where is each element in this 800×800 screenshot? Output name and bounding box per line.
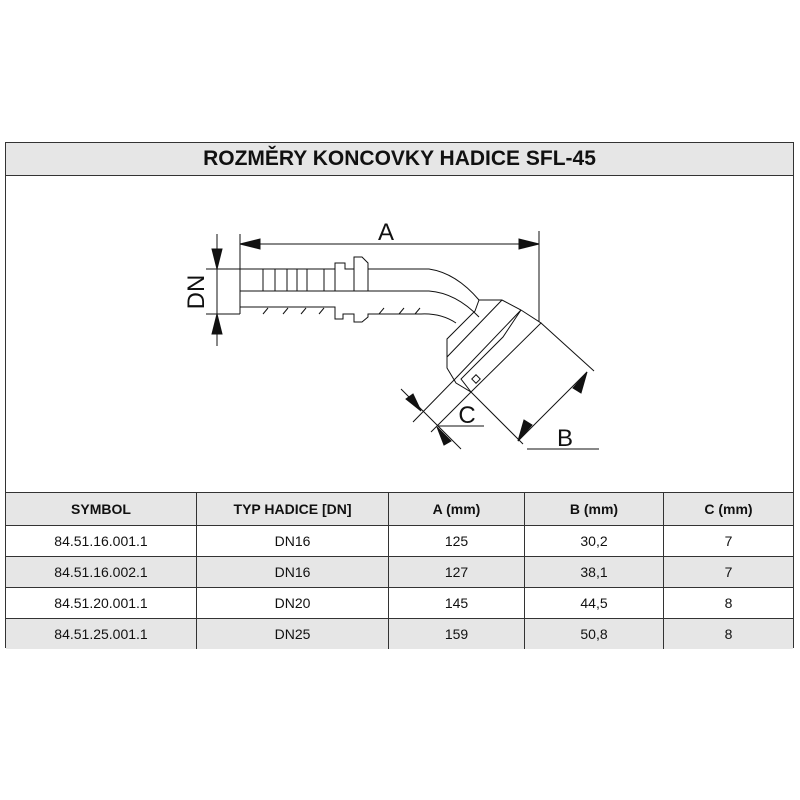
header-symbol: SYMBOL — [6, 492, 197, 526]
cell-b: 38,1 — [524, 556, 664, 588]
header-a: A (mm) — [388, 492, 525, 526]
cell-b: 30,2 — [524, 525, 664, 557]
dimension-label-dn: DN — [183, 275, 210, 310]
header-c: C (mm) — [663, 492, 793, 526]
table-row: 84.51.16.002.1 DN16 127 38,1 7 — [6, 556, 793, 588]
cell-symbol: 84.51.16.002.1 — [6, 556, 197, 588]
header-b: B (mm) — [524, 492, 664, 526]
cell-symbol: 84.51.20.001.1 — [6, 587, 197, 619]
table-row: 84.51.16.001.1 DN16 125 30,2 7 — [6, 525, 793, 557]
cell-c: 7 — [663, 556, 793, 588]
table-row: 84.51.20.001.1 DN20 145 44,5 8 — [6, 587, 793, 619]
dimensions-table: SYMBOL TYP HADICE [DN] A (mm) B (mm) C (… — [6, 492, 793, 649]
cell-hose-type: DN16 — [196, 556, 389, 588]
cell-a: 127 — [388, 556, 525, 588]
dimension-label-c: C — [458, 402, 475, 429]
cell-a: 145 — [388, 587, 525, 619]
header-hose-type: TYP HADICE [DN] — [196, 492, 389, 526]
cell-a: 125 — [388, 525, 525, 557]
cell-symbol: 84.51.16.001.1 — [6, 525, 197, 557]
cell-c: 8 — [663, 587, 793, 619]
cell-symbol: 84.51.25.001.1 — [6, 618, 197, 649]
cell-b: 50,8 — [524, 618, 664, 649]
fitting-drawing: A B C DN — [183, 219, 599, 452]
table-header-row: SYMBOL TYP HADICE [DN] A (mm) B (mm) C (… — [6, 492, 793, 526]
page-title: ROZMĚRY KONCOVKY HADICE SFL-45 — [6, 143, 793, 176]
cell-hose-type: DN16 — [196, 525, 389, 557]
cell-hose-type: DN20 — [196, 587, 389, 619]
dimension-sheet: ROZMĚRY KONCOVKY HADICE SFL-45 — [5, 142, 794, 649]
cell-c: 7 — [663, 525, 793, 557]
table-row: 84.51.25.001.1 DN25 159 50,8 8 — [6, 618, 793, 649]
cell-hose-type: DN25 — [196, 618, 389, 649]
cell-c: 8 — [663, 618, 793, 649]
cell-b: 44,5 — [524, 587, 664, 619]
dimension-label-a: A — [378, 219, 394, 246]
dimension-label-b: B — [557, 425, 573, 452]
cell-a: 159 — [388, 618, 525, 649]
